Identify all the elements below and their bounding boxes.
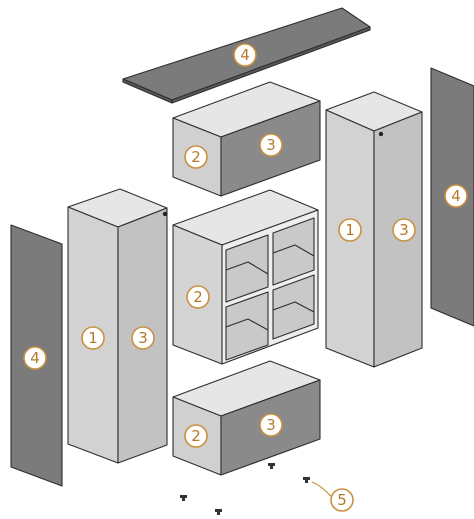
callout-4-right: 4 bbox=[444, 184, 468, 208]
cube-compartment-bottom-right bbox=[272, 274, 315, 340]
cube-compartment-top-left bbox=[225, 234, 269, 303]
callout-4-right-label: 4 bbox=[451, 187, 461, 205]
cube-inner-shelf-line-4 bbox=[272, 301, 315, 313]
left-tall-cabinet bbox=[67, 188, 168, 464]
callout-2-cube-label: 2 bbox=[193, 288, 203, 306]
callout-3-right-label: 3 bbox=[399, 221, 409, 239]
callout-4-top: 4 bbox=[233, 43, 257, 67]
callout-3-upper-label: 3 bbox=[266, 136, 276, 154]
top-cover-panel-edge-front bbox=[171, 26, 371, 104]
callout-1-right: 1 bbox=[338, 218, 362, 242]
callout-3-right: 3 bbox=[392, 218, 416, 242]
callout-4-left-label: 4 bbox=[30, 349, 40, 367]
cube-inner-shelf-line-1 bbox=[225, 261, 269, 275]
callout-2-upper-label: 2 bbox=[191, 148, 201, 166]
upper-box bbox=[172, 81, 321, 197]
callout-3-upper: 3 bbox=[259, 133, 283, 157]
lower-box bbox=[172, 360, 321, 476]
callout-3-left-label: 3 bbox=[138, 329, 148, 347]
callout-2-lower: 2 bbox=[184, 424, 208, 448]
cube-compartment-bottom-left bbox=[225, 291, 269, 361]
callout-3-lower-label: 3 bbox=[266, 416, 276, 434]
cube-inner-shelf-line-3 bbox=[225, 318, 269, 331]
callout-5-feet: 5 bbox=[330, 488, 354, 512]
callout-5-leader bbox=[311, 481, 332, 497]
callout-3-left: 3 bbox=[131, 326, 155, 350]
foot-glyph bbox=[180, 495, 187, 501]
right-cabinet-hinge-dot bbox=[378, 131, 384, 137]
callout-1-left-label: 1 bbox=[88, 329, 98, 347]
foot-glyph bbox=[268, 463, 275, 469]
cube-inner-shelf-line-2 bbox=[272, 244, 315, 257]
callout-2-upper: 2 bbox=[184, 145, 208, 169]
callout-4-left: 4 bbox=[23, 346, 47, 370]
callout-1-right-label: 1 bbox=[345, 221, 355, 239]
callout-5-feet-label: 5 bbox=[337, 491, 347, 509]
callout-2-cube: 2 bbox=[186, 285, 210, 309]
foot-glyph bbox=[215, 509, 222, 515]
foot-glyph bbox=[303, 477, 310, 483]
cube-shelf bbox=[172, 189, 319, 365]
left-cabinet-hinge-dot bbox=[162, 211, 168, 217]
callout-4-top-label: 4 bbox=[240, 46, 250, 64]
callout-1-left: 1 bbox=[81, 326, 105, 350]
feet-group bbox=[180, 463, 310, 515]
callout-2-lower-label: 2 bbox=[191, 427, 201, 445]
callout-3-lower: 3 bbox=[259, 413, 283, 437]
cube-compartment-top-right bbox=[272, 217, 315, 286]
